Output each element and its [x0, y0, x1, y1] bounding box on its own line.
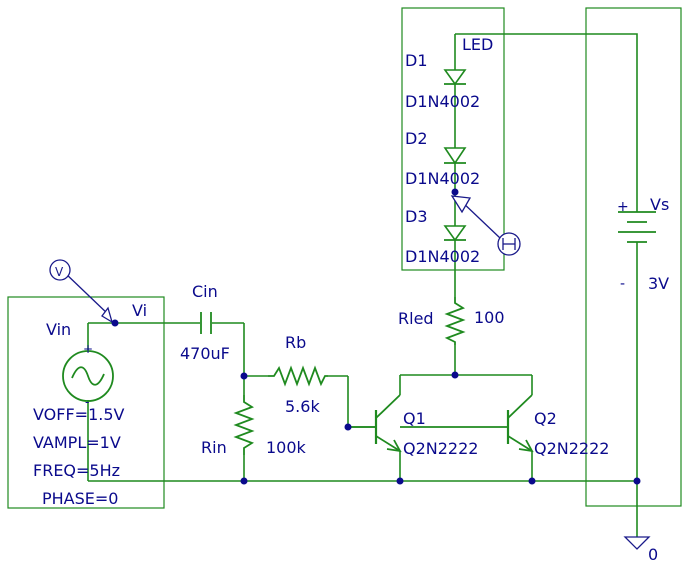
vin-minus: - [85, 395, 89, 409]
resistor-rb[interactable] [268, 365, 328, 387]
node-dots [111, 188, 641, 485]
q1-ref: Q1 [403, 409, 426, 428]
d3-model: D1N4002 [405, 247, 480, 266]
vin-phase: PHASE=0 [42, 489, 118, 508]
vs-minus: - [620, 276, 625, 292]
vin-freq: FREQ=5Hz [33, 461, 120, 480]
transistor-q1[interactable] [348, 394, 402, 453]
vin-ref: Vin [46, 320, 71, 339]
d1-ref: D1 [405, 51, 428, 70]
rled-value: 100 [474, 308, 505, 327]
diode-d1[interactable] [443, 69, 467, 86]
rin-value: 100k [266, 438, 307, 457]
rled-ref: Rled [398, 309, 434, 328]
ground-triangle-icon [623, 535, 651, 550]
capacitor-cin[interactable] [200, 312, 212, 334]
d3-ref: D3 [405, 207, 428, 226]
q2-model: Q2N2222 [534, 439, 609, 458]
ground-label: 0 [648, 545, 658, 564]
resistor-rin[interactable] [233, 395, 255, 455]
vin-voff: VOFF=1.5V [33, 405, 125, 424]
d2-model: D1N4002 [405, 169, 480, 188]
rin-ref: Rin [201, 438, 227, 457]
transistor-q2[interactable] [400, 394, 534, 453]
vs-ref: Vs [650, 195, 669, 214]
d1-model: D1N4002 [405, 92, 480, 111]
vin-part-box[interactable] [7, 296, 165, 509]
diode-d2[interactable] [443, 147, 467, 165]
led-part-box[interactable] [401, 7, 505, 271]
vin-plus: + [83, 342, 93, 356]
voltage-marker-letter: V [55, 265, 64, 279]
sine-source-vin[interactable] [62, 350, 114, 402]
diode-d3[interactable] [443, 225, 467, 242]
d2-ref: D2 [405, 129, 428, 148]
cin-value: 470uF [180, 344, 230, 363]
rb-value: 5.6k [285, 397, 320, 416]
q2-ref: Q2 [534, 409, 557, 428]
current-marker-icon[interactable] [450, 195, 521, 256]
voltage-marker-icon[interactable]: V [49, 259, 114, 324]
wires [87, 33, 638, 535]
cin-ref: Cin [192, 282, 218, 301]
q1-model: Q2N2222 [403, 439, 478, 458]
rb-ref: Rb [285, 333, 306, 352]
resistor-rled[interactable] [444, 297, 466, 345]
led-label: LED [462, 35, 493, 54]
vs-value: 3V [648, 274, 669, 293]
vs-part-box[interactable] [585, 7, 682, 507]
vin-vampl: VAMPL=1V [33, 433, 121, 452]
battery-vs[interactable] [618, 211, 656, 256]
vs-plus: + [617, 199, 629, 215]
vi-net-label: Vi [132, 301, 147, 320]
